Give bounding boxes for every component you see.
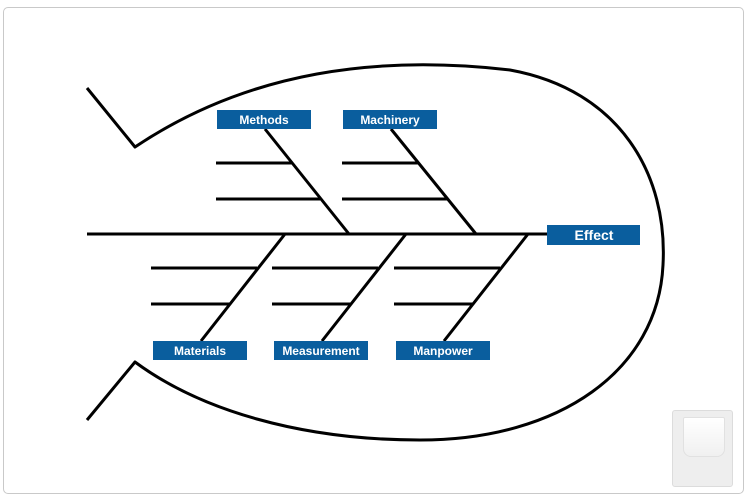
label-materials-text: Materials (174, 344, 226, 358)
thumbnail-preview[interactable] (672, 410, 733, 487)
bone-materials (199, 233, 287, 342)
label-methods-text: Methods (239, 113, 289, 127)
bone-manpower (442, 233, 530, 342)
fish-outline (85, 63, 665, 442)
bone-measurement (320, 233, 408, 342)
label-materials: Materials (153, 341, 247, 360)
label-effect-text: Effect (575, 227, 614, 243)
label-manpower-text: Manpower (413, 344, 473, 358)
bone-methods (263, 128, 351, 235)
label-methods: Methods (217, 110, 311, 129)
label-measurement-text: Measurement (282, 344, 359, 358)
label-measurement: Measurement (274, 341, 368, 360)
label-machinery-text: Machinery (360, 113, 420, 127)
thumbnail-image (683, 417, 725, 457)
diagram-frame (3, 7, 744, 494)
label-effect: Effect (547, 225, 640, 245)
label-machinery: Machinery (343, 110, 437, 129)
bone-machinery (389, 128, 478, 235)
label-manpower: Manpower (396, 341, 490, 360)
